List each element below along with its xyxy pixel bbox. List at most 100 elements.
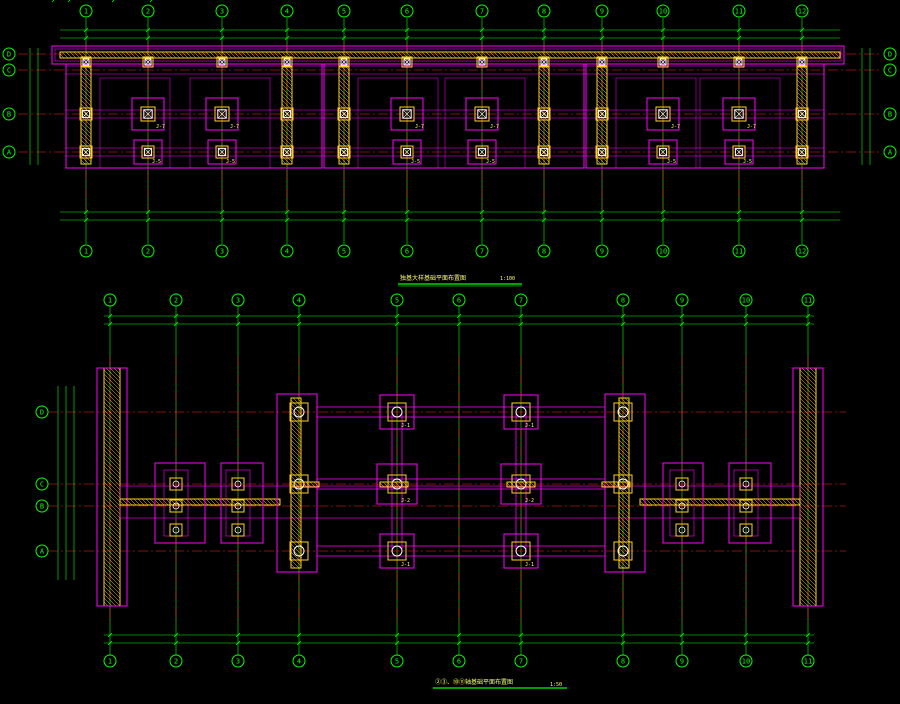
top-wall-hatch-2-hatch [338,127,350,139]
bottom-axis-x-bottom-9-bubble [675,654,689,668]
bottom-dim-1-tick [394,313,400,319]
top-wall-hatch-1-hatch [281,123,293,135]
bottom-strip-hatch-right-hatch [649,498,657,506]
top-wall-hatch-4-hatch [596,131,608,143]
top-dim-4-tick [541,217,547,223]
top-wall-hatch-0-hatch [80,119,92,131]
top-strip-hatch-hatch [629,51,637,59]
bottom-wall-left-hatch [105,367,121,383]
bottom-small-column-0-2 [169,523,183,537]
top-wall-hatch-2-hatch [338,87,350,99]
top-strip-hatch-hatch [237,51,245,59]
top-strip-hatch-hatch [413,51,421,59]
top-axis-x-bottom-11-bubble [732,244,746,258]
bottom-wall-footing-hatch-0-hatch [290,475,302,487]
top-pad-outline-0 [99,77,171,169]
bottom-small-column-3-1 [739,499,753,513]
top-column-c-2-outline [142,56,154,68]
bottom-wall-left-hatch [103,501,121,519]
top-axis-x-bottom-1-label: 1 [84,248,88,256]
top-axis-x-bottom-6-bubble [400,244,414,258]
top-axis-y-right-D-bubble [883,47,897,61]
bottom-strip-hatch-left-hatch [181,498,189,506]
top-plan-scale: 1:100 [500,276,515,282]
top-column-b-wall-5-inner [797,109,807,119]
top-strip-hatch-hatch [329,51,337,59]
bottom-dim-3-tick [743,632,749,638]
top-wall-hatch-5-hatch [796,127,808,139]
top-axis-x-top-5-bubble [337,4,351,18]
top-strip-hatch-hatch [709,51,717,59]
bottom-axis-x-bottom-8-bubble [616,654,630,668]
top-strip-hatch-hatch [833,51,841,59]
bottom-wall-left-hatch [103,541,121,559]
top-wall-hatch-0-hatch [80,83,92,95]
top-footing-tag-b: J-7 [490,124,499,130]
bottom-wall-right-hatch [799,373,817,391]
bottom-strip-hatch-left-hatch [189,498,197,506]
top-wall-hatch-0-hatch [80,135,92,147]
top-wall-hatch-0-hatch [80,155,90,165]
top-wall-hatch-5-hatch [796,155,806,165]
top-dim-4-tick [284,217,290,223]
top-axis-x-bottom-12-label: 12 [798,248,806,256]
top-wall-hatch-5-hatch [796,83,808,95]
top-wall-hatch-2-hatch [338,79,350,91]
bottom-dim-4-tick [518,640,524,646]
bottom-dim-2-tick [679,321,685,327]
bottom-axis-y-left-A-label: A [40,548,45,556]
top-strip-hatch-hatch [553,51,561,59]
top-column-b-3-inner [477,109,487,119]
bottom-pile-0-0 [391,406,403,418]
top-column-b-4-x2 [658,109,668,119]
top-wall-hatch-5-hatch [796,95,808,107]
top-dim-4-tick [341,217,347,223]
top-strip-hatch-hatch [809,51,817,59]
bottom-small-pile-2-2 [678,526,686,534]
bottom-wall-right-hatch [799,561,817,579]
top-wall-hatch-0-hatch [80,95,92,107]
bottom-small-pile-1-2 [234,526,242,534]
bottom-axis-x-top-2-label: 2 [174,297,178,305]
top-dim-dummy-tick [51,0,55,3]
top-footing-tag-a: J-5 [486,159,495,165]
bottom-wall-right-hatch [799,589,817,607]
bottom-wall-right-hatch [801,367,817,383]
top-axis-y-left-A-bubble [2,145,16,159]
top-strip-hatch-hatch [581,51,589,59]
bottom-wall-right-hatch [799,597,809,607]
top-strip-hatch-hatch [673,51,681,59]
top-strip-hatch-hatch [313,51,321,59]
top-wall-hatch-2-hatch [338,75,350,87]
top-axis-x-top-3-bubble [215,4,229,18]
top-footing-tag-b: J-7 [671,124,680,130]
top-dim-4-tick [404,217,410,223]
bottom-strip-hatch-left-hatch [137,498,145,506]
top-column-c-1-inner [82,58,90,66]
bottom-small-pile-0-1 [172,502,180,510]
bottom-small-pile-0-0 [172,480,180,488]
bottom-wall-footing-hatch-0-hatch [290,431,302,443]
bottom-axis-x-top-3-label: 3 [236,297,240,305]
bottom-axis-x-bottom-2-bubble [169,654,183,668]
bottom-wall-left-hatch [109,367,121,379]
bottom-strip-hatch-right-hatch [639,500,645,506]
top-column-c-12-outline [796,56,808,68]
top-footing-tag-b: J-7 [230,124,239,130]
bottom-small-pile-3-1 [742,502,750,510]
top-wall-hatch-3-hatch [538,159,544,165]
top-column-b-wall-4-inner [597,109,607,119]
bottom-dim-4-tick [235,640,241,646]
bottom-dim-4-tick [743,640,749,646]
bottom-wall-left-hatch [103,553,121,571]
bottom-wall-footing-hatch-1-hatch [618,547,630,559]
bottom-axis-x-top-11-label: 11 [804,297,812,305]
top-column-a-2-x2 [144,148,152,156]
top-axis-x-top-9-label: 9 [600,8,604,16]
top-dim-2-tick [341,35,347,41]
top-column-b-5-outline [731,106,747,122]
top-dim-1-tick [799,27,805,33]
top-pad-outline-5 [699,77,781,169]
top-column-c-5-x2 [340,58,348,66]
